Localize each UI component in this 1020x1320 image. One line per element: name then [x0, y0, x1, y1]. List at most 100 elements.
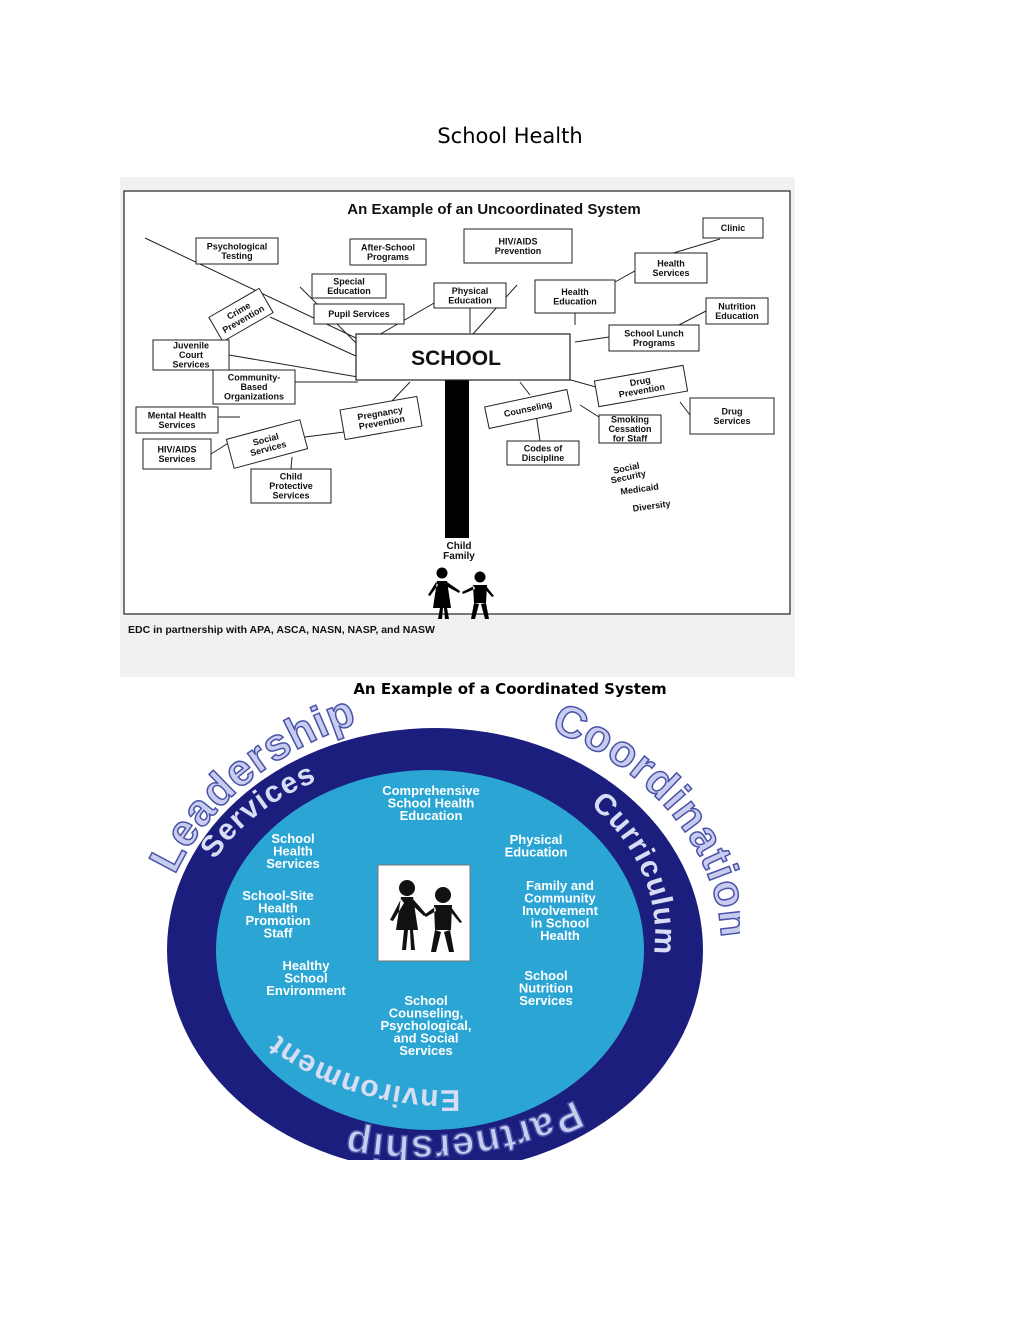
box-frame — [212, 369, 296, 405]
box-pregnancy-prevention: PregnancyPrevention — [339, 395, 423, 441]
box-frame — [506, 440, 580, 466]
uncoordinated-heading: An Example of an Uncoordinated System — [347, 201, 640, 218]
coordinated-system-diagram: LeadershipCoordinationPartnershipService… — [139, 700, 740, 1160]
box-pupil-services: Pupil Services — [313, 303, 405, 325]
box-label-pupil-services: Pupil Services — [328, 309, 390, 319]
connector-counseling — [519, 381, 531, 396]
children-icon — [428, 567, 494, 619]
trunk — [445, 380, 469, 538]
box-social-services: SocialServices — [225, 419, 309, 469]
box-frame — [705, 297, 769, 325]
box-drug-prevention: DrugPrevention — [593, 364, 689, 408]
box-frame — [313, 303, 405, 325]
box-frame — [484, 388, 572, 430]
box-frame — [339, 395, 423, 441]
box-crime-prevention: CrimePrevention — [208, 287, 274, 343]
box-frame — [702, 217, 764, 239]
coordinated-system-figure: LeadershipCoordinationPartnershipService… — [120, 700, 740, 1160]
box-frame — [433, 282, 507, 309]
box-frame — [463, 228, 573, 264]
connector-hiv-aids-prevention — [471, 284, 518, 336]
box-frame — [152, 339, 230, 371]
box-frame — [608, 324, 700, 352]
coordinated-system-caption: An Example of a Coordinated System — [353, 680, 667, 698]
box-frame — [349, 238, 427, 266]
box-frame — [142, 438, 212, 470]
box-counseling: Counseling — [484, 388, 572, 430]
family-icon — [377, 864, 471, 962]
connector-child-protective-services — [290, 456, 293, 470]
box-frame — [534, 279, 616, 314]
box-frame — [634, 252, 708, 284]
connector-school-lunch-programs — [574, 336, 610, 343]
connector-crime-prevention — [269, 316, 359, 358]
box-frame — [225, 419, 309, 469]
box-frame — [689, 397, 775, 435]
uncoordinated-system-diagram: An Example of an Uncoordinated SystemSCH… — [123, 190, 791, 636]
credit-line: EDC in partnership with APA, ASCA, NASN,… — [128, 624, 435, 636]
connector-hiv-aids-services — [210, 441, 231, 455]
box-frame — [598, 414, 662, 444]
connector-pregnancy-prevention — [389, 381, 411, 404]
connector-nutrition-education — [674, 310, 707, 328]
box-clinic: Clinic — [702, 217, 764, 239]
connector-juvenile-court-services — [228, 354, 359, 378]
box-frame — [208, 287, 274, 343]
page-title: School Health — [437, 124, 583, 148]
school-box — [355, 333, 571, 381]
school-label: SCHOOL — [411, 347, 501, 370]
box-frame — [135, 406, 219, 434]
box-frame — [593, 364, 689, 408]
box-frame — [311, 273, 387, 299]
box-frame — [250, 468, 332, 504]
box-frame — [195, 237, 279, 265]
connector-drug-services — [679, 401, 691, 416]
connector-smoking-cessation — [579, 404, 600, 418]
box-label-clinic: Clinic — [721, 223, 746, 233]
